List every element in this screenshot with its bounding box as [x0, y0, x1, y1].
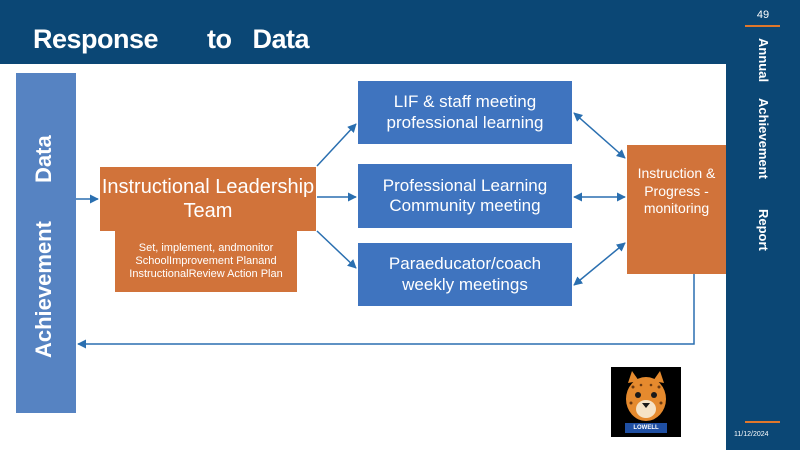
- logo-text: LOWELL: [633, 425, 659, 431]
- right-sidebar: [726, 0, 800, 450]
- achievement-data-bar: [16, 73, 76, 413]
- paraeducator-meeting-box: Paraeducator/coach weekly meetings: [358, 243, 572, 306]
- arrow-lif-outcome: [573, 112, 626, 159]
- sidebar-accent-line-top: [745, 25, 780, 27]
- jaguar-icon: [625, 371, 667, 433]
- ilt-box: Instructional Leadership Team: [100, 167, 316, 231]
- school-logo: LOWELL: [611, 367, 681, 437]
- header-bar: [0, 0, 726, 64]
- arrow-para-outcome: [573, 242, 626, 286]
- arrow-feedback-loop: [77, 274, 695, 349]
- slide-date: 11/12/2024: [734, 431, 769, 438]
- instruction-progress-monitoring-box: Instruction & Progress - monitoring: [627, 145, 726, 274]
- sidebar-accent-line-bottom: [745, 421, 780, 423]
- ilt-subtitle-box: Set, implement, andmonitor SchoolImprove…: [115, 231, 297, 292]
- plc-meeting-box: Professional Learning Community meeting: [358, 164, 572, 228]
- slide-number: 49: [756, 9, 770, 21]
- slide-title: Response to Data: [33, 24, 310, 54]
- lif-staff-meeting-box: LIF & staff meeting professional learnin…: [358, 81, 572, 144]
- arrow-ilt-to-para: [316, 230, 357, 269]
- arrow-ilt-to-lif: [316, 123, 357, 167]
